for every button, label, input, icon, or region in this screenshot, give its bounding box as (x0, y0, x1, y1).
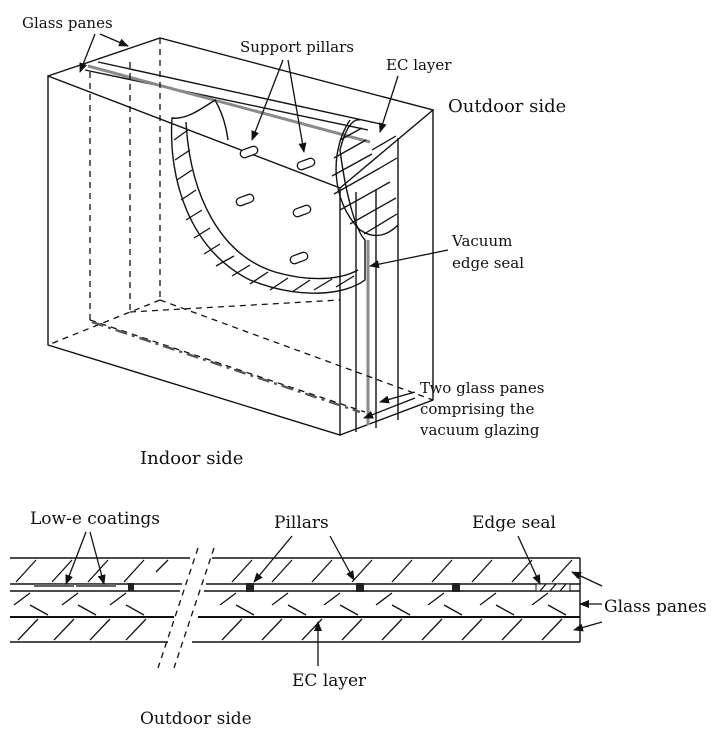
pillar (356, 583, 364, 592)
pillar-left (128, 583, 134, 591)
label-glass-panes-top: Glass panes (22, 14, 113, 32)
label-edge-seal: edge seal (452, 254, 524, 272)
label-vacuum: Vacuum (451, 232, 512, 250)
pillar (452, 583, 460, 592)
pillar (289, 251, 309, 265)
hatch-left-pane1 (15, 559, 169, 583)
pillar (239, 145, 259, 159)
hatch-left-pane2 (13, 592, 145, 616)
label-glass-panes-bottom: Glass panes (604, 597, 707, 617)
label-support-pillars: Support pillars (240, 38, 354, 56)
low-e-strip (76, 584, 116, 587)
hatch-right-pane3 (221, 618, 563, 641)
label-ec-layer-bottom: EC layer (292, 671, 367, 691)
label-ec-layer-top: EC layer (386, 56, 452, 74)
label-two-glass-panes-2: comprising the (420, 400, 534, 418)
label-two-glass-panes-1: Two glass panes (420, 379, 544, 397)
label-pillars: Pillars (274, 513, 329, 533)
cutaway-section (170, 99, 399, 294)
low-e-strip (34, 584, 74, 587)
label-outdoor-side-top: Outdoor side (448, 96, 566, 117)
label-outdoor-side-bottom: Outdoor side (140, 709, 252, 729)
label-edge-seal-bottom: Edge seal (472, 513, 556, 533)
pillar (296, 157, 316, 171)
label-low-e-coatings: Low-e coatings (30, 509, 160, 529)
pillar (292, 204, 312, 218)
ec-side-hatching (331, 127, 398, 235)
cross-section-diagram (10, 547, 581, 669)
label-indoor-side: Indoor side (140, 448, 243, 469)
pillar (246, 583, 254, 592)
cut-hatching (173, 129, 355, 293)
hatch-right-pane1 (231, 559, 573, 583)
support-pillars-group (235, 145, 316, 265)
pillar (235, 193, 255, 207)
hatch-left-pane3 (17, 618, 147, 641)
isometric-window-box (47, 37, 435, 436)
hatch-right-pane2 (219, 592, 567, 616)
label-two-glass-panes-3: vacuum glazing (419, 421, 540, 439)
